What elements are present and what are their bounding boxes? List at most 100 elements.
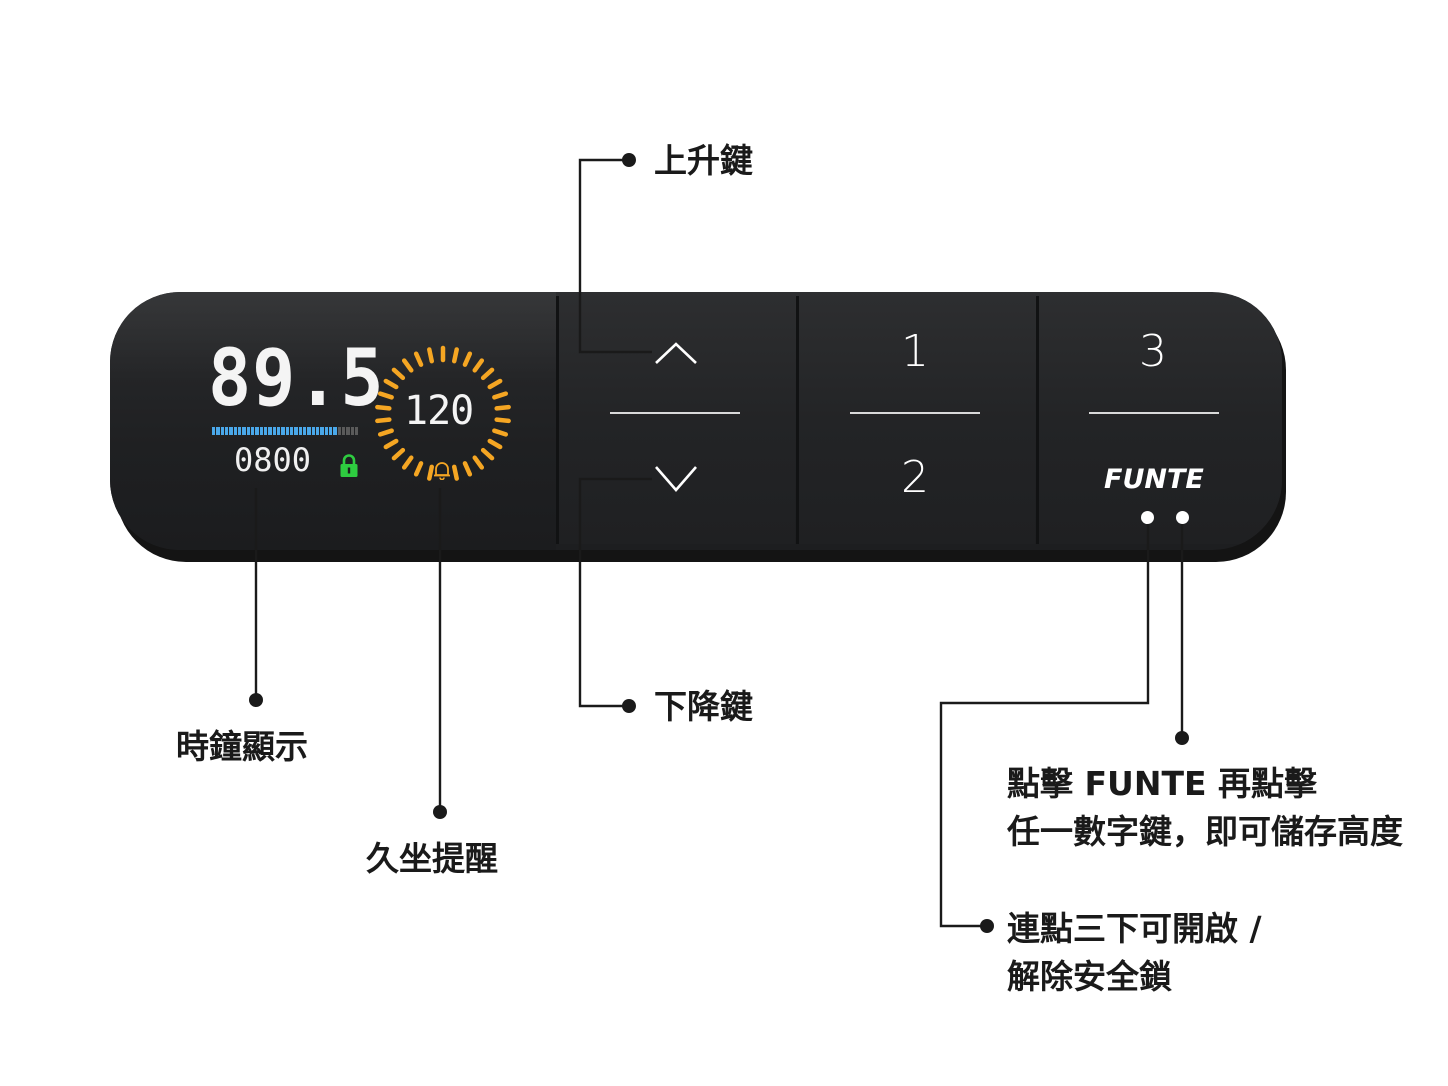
up-key-label: 上升鍵 [654, 141, 753, 180]
height-bar-segment [298, 427, 302, 435]
preset-3-divider [1089, 412, 1219, 414]
height-bar-segment [216, 427, 220, 435]
timer-ring-tick [462, 351, 473, 367]
lock-dot [980, 919, 994, 933]
lock-leader [939, 524, 1150, 928]
timer-ring-tick [492, 428, 509, 437]
desk-controller-panel [110, 292, 1282, 550]
funte-brand-label[interactable]: FUNTE [1104, 464, 1204, 495]
height-bar-segment [285, 427, 289, 435]
timer-ring-tick [401, 455, 414, 470]
preset-key-3-funte[interactable] [1036, 296, 1282, 544]
height-bar-segment [276, 427, 281, 435]
timer-ring-tick [375, 404, 392, 411]
timer-ring-tick [383, 438, 399, 450]
lock-instruction-line2: 解除安全鎖 [1007, 957, 1172, 996]
height-level-bar [212, 427, 359, 435]
lock-icon [340, 454, 358, 477]
height-bar-segment [333, 427, 337, 435]
timer-ring-tick [375, 417, 392, 424]
timer-ring-tick [377, 428, 394, 437]
bell-icon [434, 462, 450, 480]
timer-ring-tick [494, 417, 511, 424]
height-bar-segment [341, 427, 346, 435]
up-down-key[interactable] [556, 296, 795, 544]
height-bar-segment [307, 427, 311, 435]
memory-instruction-line2: 任一數字鍵，即可儲存高度 [1007, 812, 1403, 851]
indicator-led-right [1176, 511, 1189, 524]
height-bar-segment [337, 427, 341, 435]
preset-1-2-divider [850, 412, 980, 414]
height-bar-segment [350, 427, 354, 435]
chevron-down-icon [655, 466, 697, 492]
preset-1-label: 1 [901, 326, 929, 377]
height-bar-segment [324, 427, 328, 435]
memory-instruction-line1: 點擊 FUNTE 再點擊 [1007, 764, 1317, 803]
height-bar-segment [354, 427, 359, 435]
preset-3-label: 3 [1139, 326, 1167, 377]
height-bar-segment [302, 427, 307, 435]
height-bar-segment [242, 427, 246, 435]
height-bar-segment [255, 427, 259, 435]
height-bar-segment [259, 427, 263, 435]
height-readout: 89.5 [208, 334, 385, 424]
memory-dot [1175, 731, 1189, 745]
clock-readout: 0800 [234, 441, 312, 479]
up-key-dot [622, 153, 636, 167]
timer-readout: 120 [404, 388, 474, 434]
height-bar-segment [346, 427, 350, 435]
lock-instruction-line1: 連點三下可開啟 / [1007, 909, 1262, 948]
sitting-reminder-ring [375, 345, 511, 481]
timer-ring-tick [487, 378, 503, 390]
clock-display-label: 時鐘顯示 [176, 727, 308, 766]
height-bar-segment [328, 427, 333, 435]
timer-ring-tick [472, 358, 485, 373]
height-bar-segment [311, 427, 315, 435]
height-bar-segment [263, 427, 268, 435]
chevron-up-icon [655, 342, 697, 364]
height-bar-segment [220, 427, 224, 435]
timer-ring-tick [451, 464, 459, 481]
height-bar-segment [289, 427, 294, 435]
reminder-dot [433, 805, 447, 819]
height-bar-segment [281, 427, 285, 435]
timer-ring-tick [427, 464, 435, 481]
down-key-dot [622, 699, 636, 713]
height-bar-segment [224, 427, 229, 435]
up-down-divider [610, 412, 740, 414]
timer-ring-tick [480, 367, 495, 381]
timer-ring-tick [427, 347, 435, 364]
down-key-label: 下降鍵 [654, 687, 753, 726]
height-bar-segment [250, 427, 255, 435]
timer-ring-tick [383, 378, 399, 390]
preset-2-label: 2 [901, 452, 929, 503]
height-bar-segment [272, 427, 276, 435]
indicator-led-left [1141, 511, 1154, 524]
timer-ring-tick [462, 461, 473, 477]
timer-ring-tick [413, 461, 424, 477]
timer-ring-tick [413, 351, 424, 367]
timer-ring-tick [487, 438, 503, 450]
height-bar-segment [268, 427, 272, 435]
timer-ring-tick [377, 391, 394, 400]
height-bar-segment [315, 427, 320, 435]
height-bar-segment [294, 427, 298, 435]
timer-ring-tick [401, 358, 414, 373]
height-bar-segment [233, 427, 237, 435]
height-bar-segment [320, 427, 324, 435]
timer-ring-tick [494, 404, 511, 411]
timer-ring-tick [480, 447, 495, 461]
sitting-reminder-label: 久坐提醒 [366, 839, 498, 878]
timer-ring-tick [391, 447, 406, 461]
height-bar-segment [237, 427, 242, 435]
height-bar-segment [229, 427, 233, 435]
preset-key-1-2[interactable] [796, 296, 1035, 544]
timer-ring-tick [391, 367, 406, 381]
timer-ring-tick [492, 391, 509, 400]
timer-ring-tick [472, 455, 485, 470]
clock-dot [249, 693, 263, 707]
height-bar-segment [246, 427, 250, 435]
timer-ring-tick [451, 347, 459, 364]
display-area [110, 292, 556, 550]
height-bar-segment [212, 427, 216, 435]
